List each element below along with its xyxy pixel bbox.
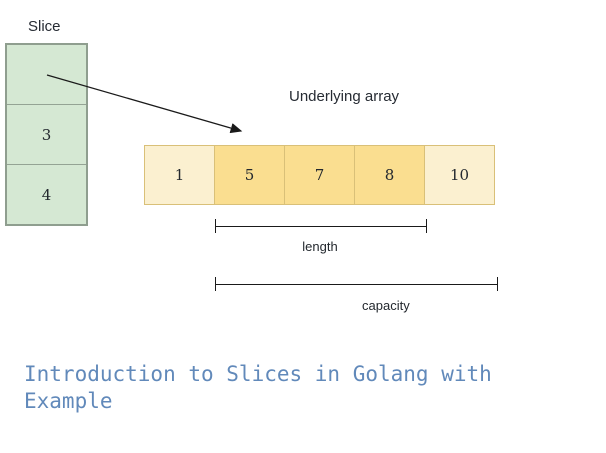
- array-cell: 7: [285, 146, 355, 204]
- underlying-array-label: Underlying array: [289, 88, 400, 105]
- array-cell: 10: [425, 146, 494, 204]
- capacity-label: capacity: [362, 298, 410, 313]
- slice-label: Slice: [28, 18, 61, 35]
- capacity-bracket: [215, 277, 498, 291]
- capacity-bracket-line: [216, 284, 497, 285]
- length-bracket-line: [216, 226, 426, 227]
- length-label: length: [302, 239, 338, 254]
- slice-cell-pointer: [7, 45, 86, 105]
- array-cell: 8: [355, 146, 425, 204]
- slice-cell-capacity: 4: [41, 185, 52, 204]
- slice-struct: 3 4: [5, 43, 88, 226]
- array-cell: 1: [145, 146, 215, 204]
- page-title: Introduction to Slices in Golang with Ex…: [24, 362, 492, 413]
- array-cell: 5: [215, 146, 285, 204]
- length-bracket: [215, 219, 427, 233]
- slice-cell-length: 3: [7, 105, 86, 165]
- underlying-array: 1 5 7 8 10: [144, 145, 495, 205]
- pointer-arrow-icon: [46, 74, 243, 134]
